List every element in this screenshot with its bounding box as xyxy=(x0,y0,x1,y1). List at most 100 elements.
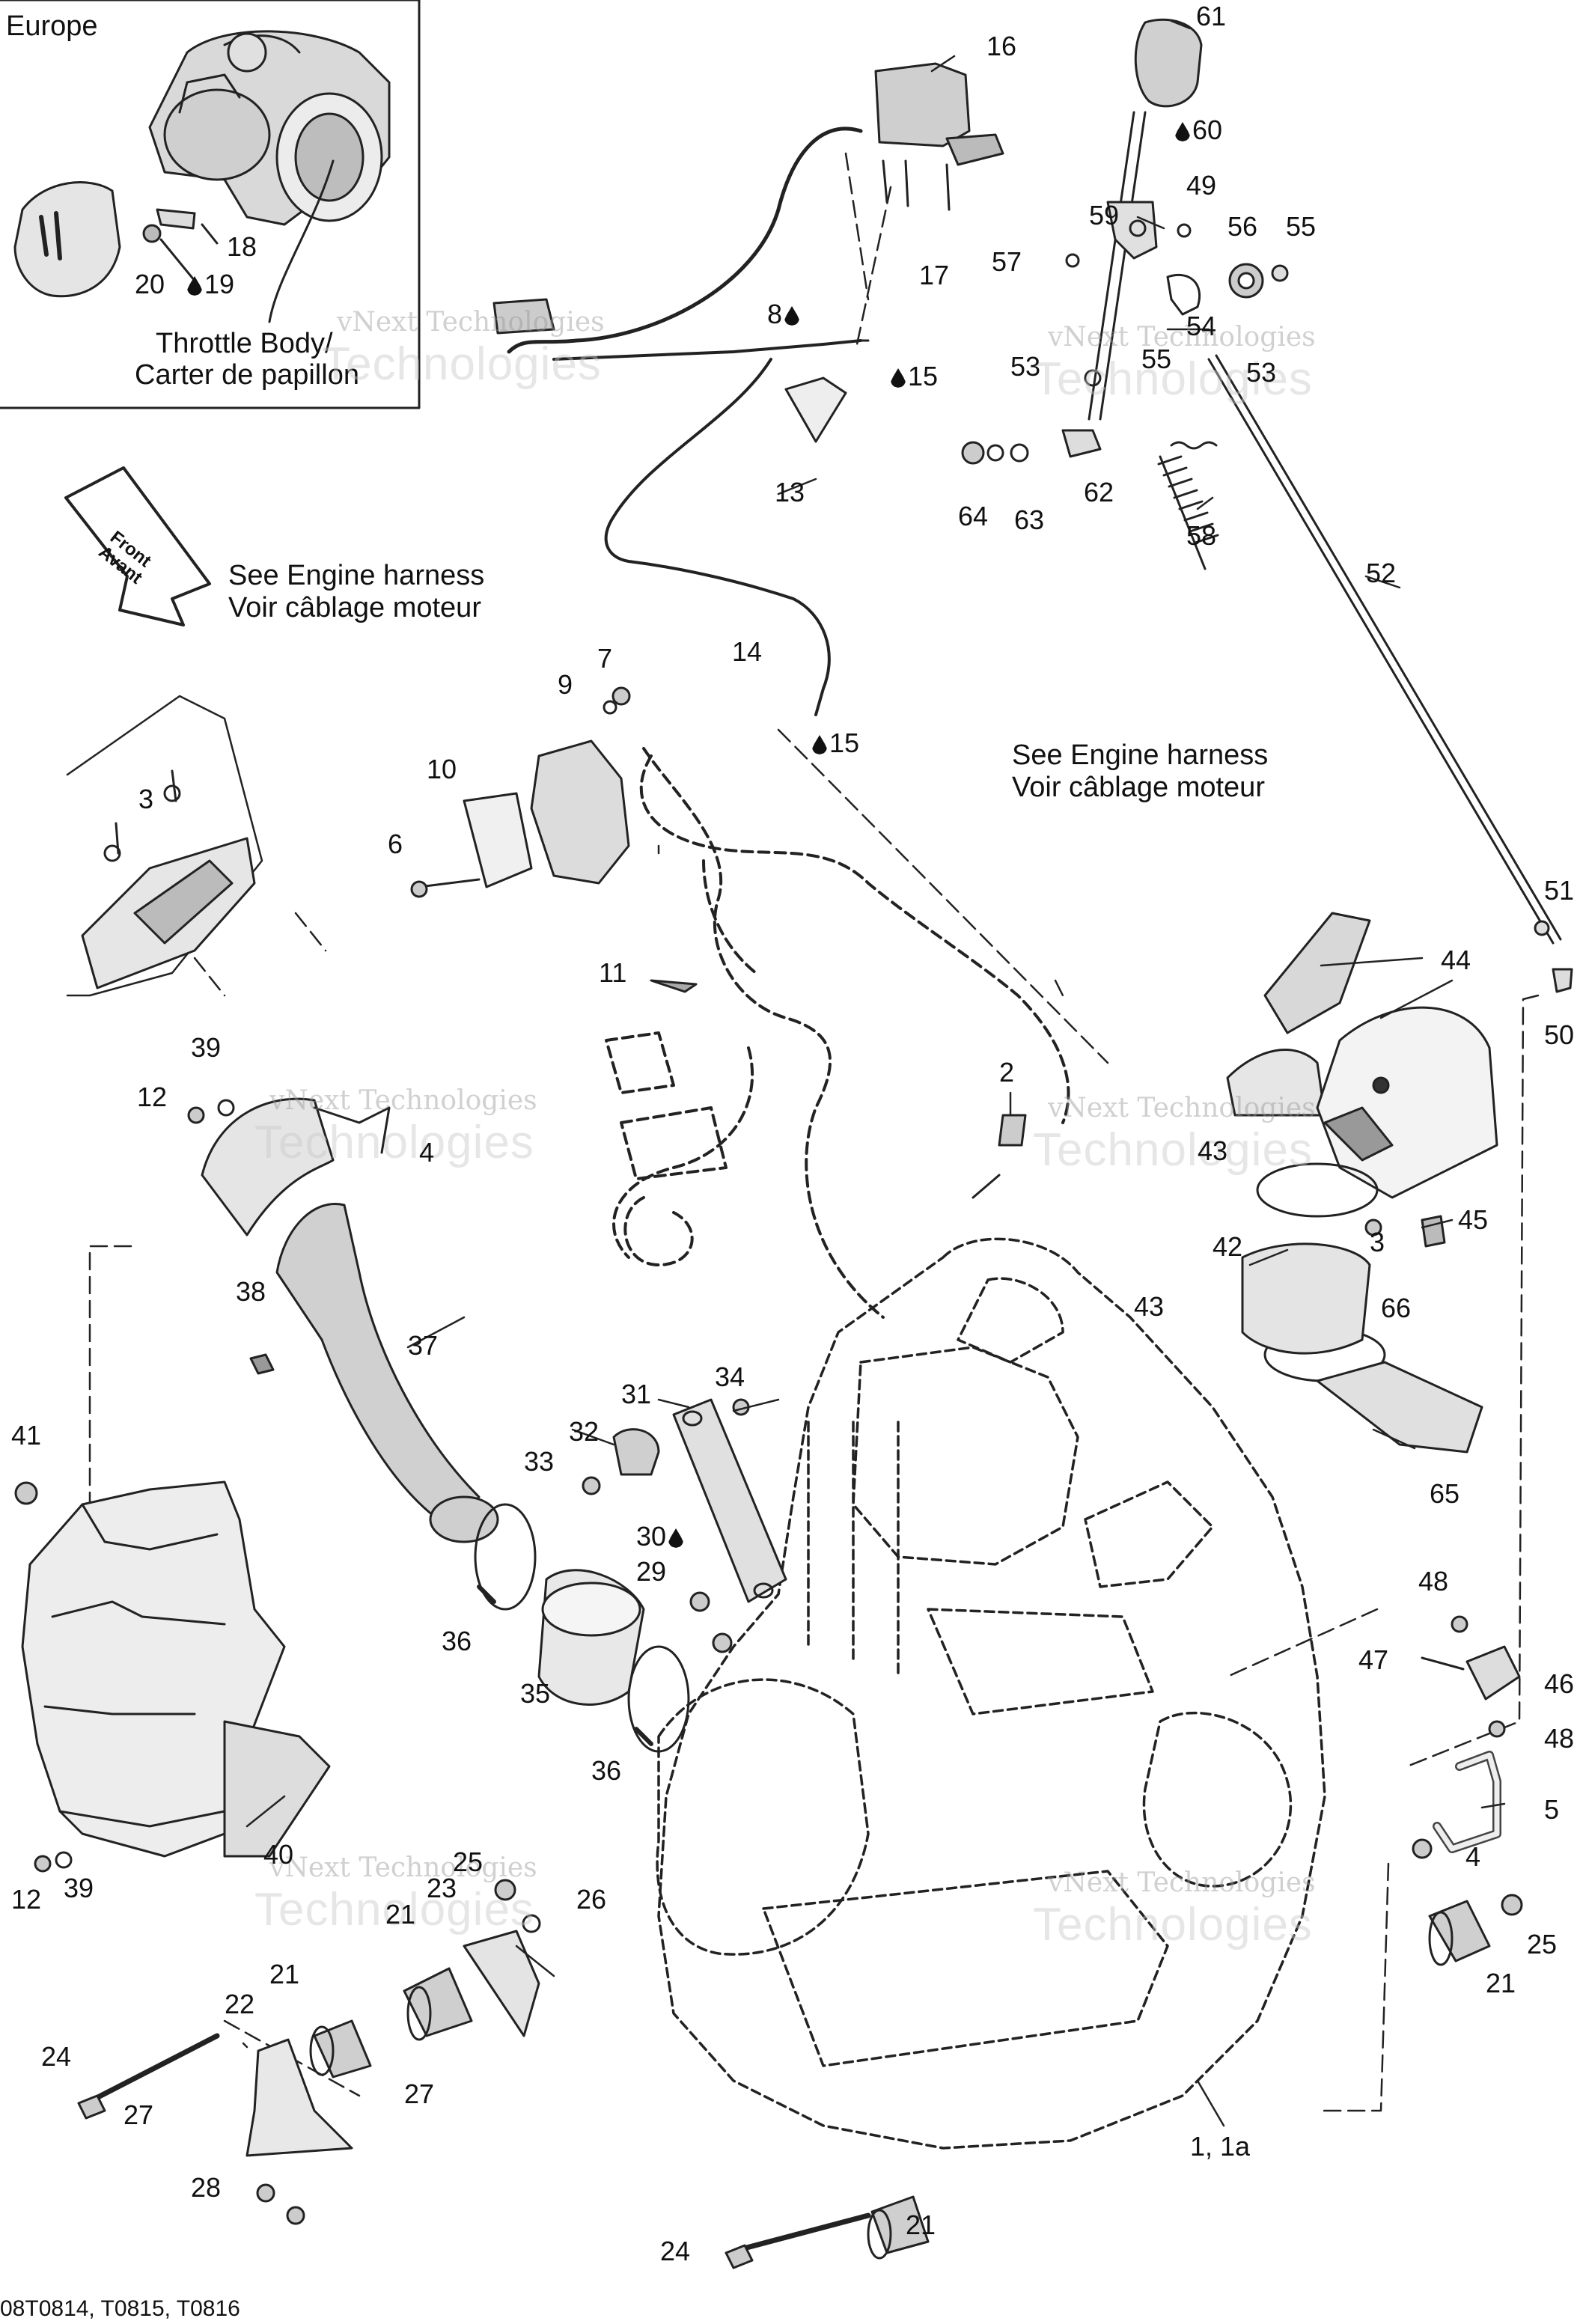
callout-57: 57 xyxy=(992,246,1022,277)
engine-harness-note-a-line2: Voir câblage moteur xyxy=(228,591,481,623)
callout-33: 33 xyxy=(524,1446,555,1477)
hose-5 xyxy=(1412,1751,1501,1859)
oil-drop-icon xyxy=(784,306,800,326)
callout-2: 2 xyxy=(999,1057,1015,1088)
callout-40: 40 xyxy=(263,1839,294,1870)
callout-55: 55 xyxy=(1286,211,1317,242)
callout-36-lower: 36 xyxy=(591,1755,622,1786)
throttle-sensor-cover xyxy=(13,181,121,298)
callout-25-upper: 25 xyxy=(453,1846,484,1877)
throttle-body-note-line1: Throttle Body/ xyxy=(156,328,333,359)
callout-63: 63 xyxy=(1014,504,1045,535)
callout-48-upper: 48 xyxy=(1418,1566,1449,1596)
ecu-module xyxy=(66,695,263,997)
callout-leaders xyxy=(245,19,1506,2127)
intake-hose xyxy=(201,1097,499,1543)
callout-48-lower: 48 xyxy=(1544,1723,1575,1754)
oil-drop-icon xyxy=(668,1528,684,1548)
figure-reference: 08T0814, T0815, T0816 xyxy=(0,2296,240,2321)
callout-11: 11 xyxy=(599,957,627,988)
callout-54: 54 xyxy=(1186,311,1217,341)
callout-27-right: 27 xyxy=(404,2079,435,2109)
callout-55-lower: 55 xyxy=(1141,344,1172,374)
callout-65: 65 xyxy=(1430,1478,1460,1509)
callout-49: 49 xyxy=(1186,170,1217,201)
guard-40 xyxy=(21,1480,331,1858)
callout-61: 61 xyxy=(1196,1,1227,31)
callout-5: 5 xyxy=(1544,1794,1560,1825)
callout-13: 13 xyxy=(775,477,805,507)
callout-59: 59 xyxy=(1089,200,1120,231)
callout-47: 47 xyxy=(1358,1644,1389,1675)
callout-15-lower: 15 xyxy=(812,730,859,757)
callout-4-upper: 4 xyxy=(419,1137,435,1168)
callout-58: 58 xyxy=(1186,520,1217,551)
callout-50: 50 xyxy=(1544,1019,1575,1050)
callout-66: 66 xyxy=(1381,1293,1412,1323)
oil-drop-icon xyxy=(1175,122,1190,141)
callout-3-left: 3 xyxy=(138,784,154,814)
oil-drop-icon xyxy=(812,735,827,754)
callout-7: 7 xyxy=(597,643,613,674)
engine-assembly xyxy=(656,1237,1326,2150)
callout-56: 56 xyxy=(1227,211,1258,242)
sleeve-42 xyxy=(1241,1242,1371,1355)
callout-43-lower: 43 xyxy=(1134,1291,1165,1322)
callout-24-left: 24 xyxy=(41,2041,72,2072)
callout-4-lower: 4 xyxy=(1465,1841,1481,1872)
callout-8: 8 xyxy=(767,301,802,328)
callout-32: 32 xyxy=(569,1416,600,1447)
spark-plug-2 xyxy=(998,1114,1027,1147)
callout-1-1a: 1, 1a xyxy=(1190,2131,1251,2162)
throttle-body-illustration xyxy=(148,30,391,226)
engine-harness-note-a: See Engine harness Voir câblage moteur xyxy=(228,560,484,623)
inset-frame xyxy=(0,0,421,409)
callout-60: 60 xyxy=(1175,117,1222,144)
callout-51: 51 xyxy=(1544,875,1575,906)
callout-19: 19 xyxy=(187,271,234,298)
callout-34: 34 xyxy=(715,1361,745,1392)
front-arrow xyxy=(64,466,211,626)
callout-23: 23 xyxy=(427,1873,457,1903)
callout-22: 22 xyxy=(225,1989,255,2019)
callout-46: 46 xyxy=(1544,1668,1575,1699)
bracket-31 xyxy=(582,1398,787,1653)
callout-6: 6 xyxy=(388,829,403,859)
mount-brackets xyxy=(245,1879,1523,2225)
callout-27-left: 27 xyxy=(123,2099,154,2130)
clamp-36 xyxy=(474,1503,690,1753)
callout-21-top: 21 xyxy=(385,1899,416,1930)
callout-29: 29 xyxy=(636,1556,667,1587)
callout-37: 37 xyxy=(408,1330,439,1361)
coupler-35 xyxy=(537,1569,645,1706)
callout-38: 38 xyxy=(236,1276,266,1307)
callout-14: 14 xyxy=(732,636,763,667)
engine-mount-21 xyxy=(309,1900,1491,2260)
callout-20: 20 xyxy=(135,269,165,299)
oil-drop-icon xyxy=(891,368,906,388)
throttle-lever-housing xyxy=(874,62,1004,211)
callout-18: 18 xyxy=(227,231,257,262)
callout-17: 17 xyxy=(919,260,950,290)
callout-25-lower: 25 xyxy=(1527,1929,1558,1959)
callout-44: 44 xyxy=(1441,945,1471,975)
callout-36-upper: 36 xyxy=(442,1626,472,1656)
callout-39-upper: 39 xyxy=(191,1032,222,1063)
callout-31: 31 xyxy=(621,1379,652,1409)
heat-shield-65 xyxy=(1316,1361,1483,1454)
callout-39-lower: 39 xyxy=(64,1873,94,1903)
callout-45: 45 xyxy=(1458,1204,1489,1235)
oil-drop-icon xyxy=(187,276,202,296)
callout-21-left: 21 xyxy=(269,1959,300,1989)
callout-21-bottom: 21 xyxy=(906,2209,936,2240)
air-intake-cover-44 xyxy=(1226,912,1498,1199)
shift-lever xyxy=(961,18,1573,993)
callout-41: 41 xyxy=(11,1420,42,1451)
engine-harness xyxy=(605,747,1070,1319)
engine-harness-note-b-line2: Voir câblage moteur xyxy=(1012,771,1265,803)
callout-3-right: 3 xyxy=(1370,1227,1385,1257)
air-box xyxy=(410,686,698,993)
inset-region-label: Europe xyxy=(6,10,98,42)
